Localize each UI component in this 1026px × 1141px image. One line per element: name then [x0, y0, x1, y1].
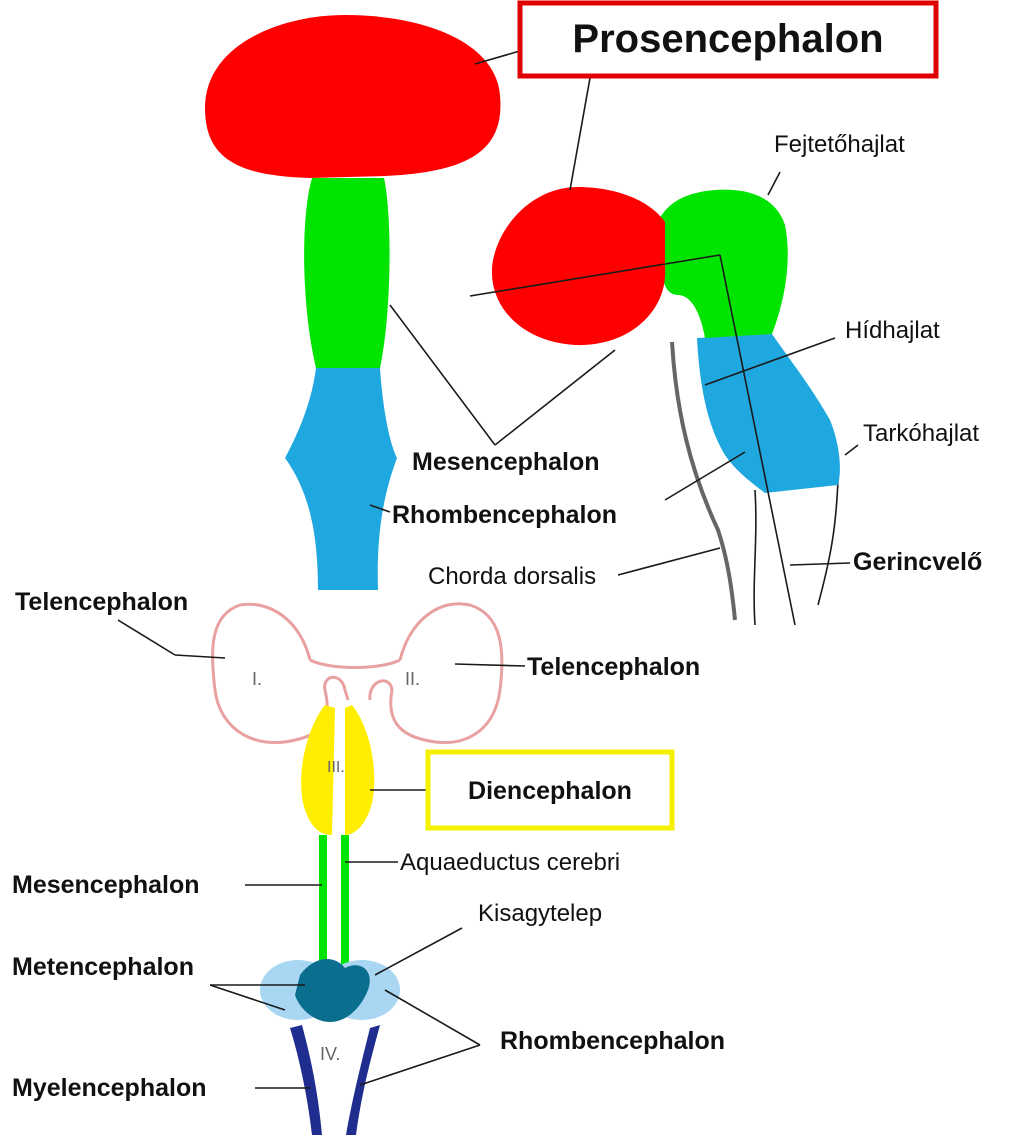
flexed-mesencephalon	[660, 190, 788, 338]
label-rhombencephalon-top: Rhombencephalon	[392, 501, 617, 529]
flexed-rhombencephalon	[697, 334, 840, 493]
ventricle-4-label: IV.	[320, 1044, 340, 1064]
label-aquaeductus: Aquaeductus cerebri	[400, 849, 620, 876]
label-prosencephalon: Prosencephalon	[572, 17, 883, 61]
myelencephalon-left	[290, 1025, 322, 1135]
spinal-cord-outline	[754, 480, 838, 625]
mesencephalon-vesicle	[304, 178, 389, 368]
aquaeductus-right	[341, 835, 349, 965]
ventricle-3-label: III.	[327, 759, 345, 776]
label-rhombencephalon-bottom: Rhombencephalon	[500, 1027, 725, 1055]
label-tarko: Tarkóhajlat	[863, 420, 979, 447]
label-telencephalon-left: Telencephalon	[15, 588, 188, 616]
label-chorda: Chorda dorsalis	[428, 563, 596, 590]
diencephalon-right	[345, 705, 374, 835]
label-diencephalon: Diencephalon	[468, 777, 632, 805]
prosencephalon-vesicle	[205, 15, 500, 178]
label-mesencephalon-top: Mesencephalon	[412, 448, 600, 476]
flexed-prosencephalon	[492, 187, 665, 345]
label-kisagytelep: Kisagytelep	[478, 900, 602, 927]
ventricle-1-label: I.	[252, 669, 262, 689]
label-mesencephalon-bottom: Mesencephalon	[12, 871, 200, 899]
rhombencephalon-vesicle	[285, 368, 397, 590]
label-gerincvelo: Gerincvelő	[853, 548, 982, 576]
label-fejteto: Fejtetőhajlat	[774, 131, 905, 158]
label-metencephalon: Metencephalon	[12, 953, 194, 981]
label-myelencephalon: Myelencephalon	[12, 1074, 207, 1102]
aquaeductus-left	[319, 835, 327, 965]
label-telencephalon-right: Telencephalon	[527, 653, 700, 681]
ventricle-2-label: II.	[405, 669, 420, 689]
label-hid: Hídhajlat	[845, 317, 940, 344]
